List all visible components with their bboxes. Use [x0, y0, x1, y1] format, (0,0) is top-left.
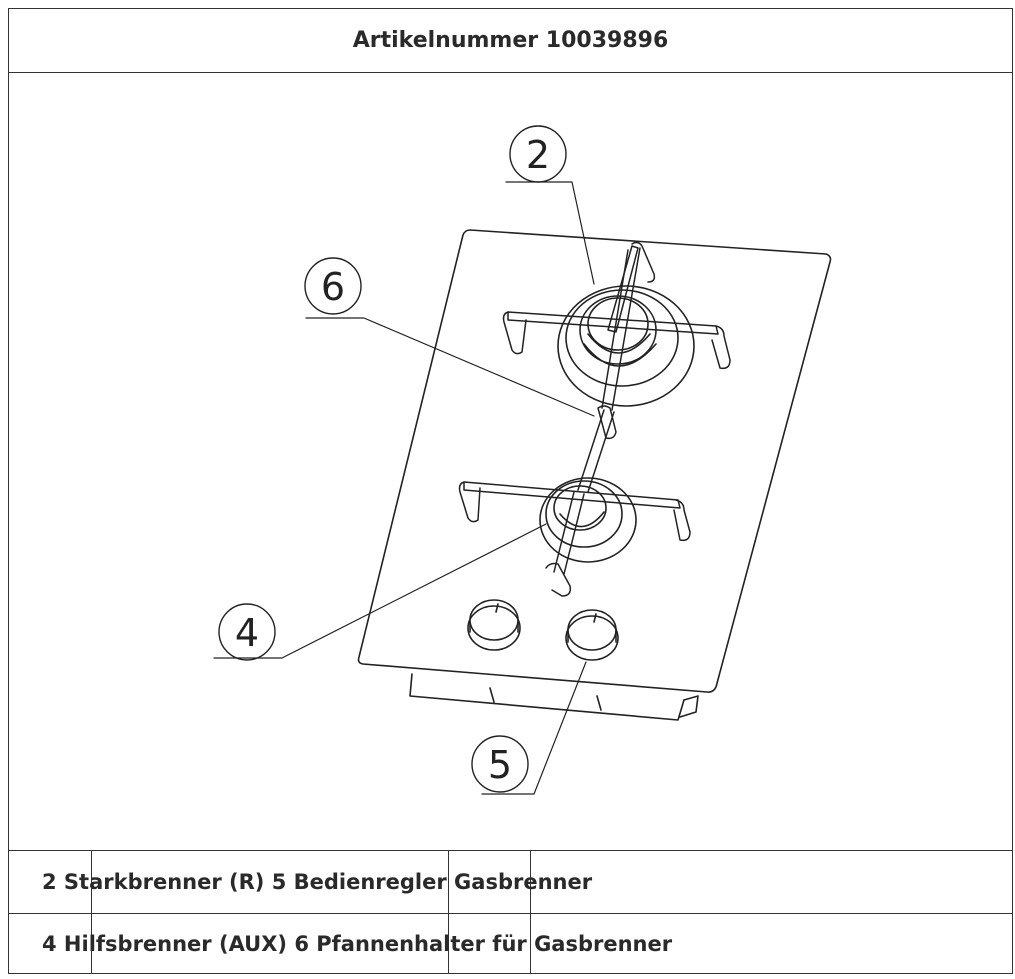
- hob-technical-drawing: 2 6 4 5: [213, 125, 832, 795]
- legend-col-line-2: [448, 850, 449, 974]
- burner-rapid: [557, 285, 695, 407]
- sheet-frame: [8, 8, 1013, 974]
- legend-col-line-3: [530, 850, 531, 974]
- title-divider: [8, 72, 1013, 73]
- control-knob-right: [565, 609, 619, 661]
- callout-4: 4: [213, 523, 547, 661]
- pan-support: [458, 241, 731, 597]
- legend-col-line-1: [91, 850, 92, 974]
- callout-6: 6: [304, 257, 595, 417]
- callout-5: 5: [471, 661, 587, 795]
- legend-top-border: [8, 850, 1013, 851]
- page-title: Artikelnummer 10039896: [352, 27, 669, 53]
- callout-2: 2: [505, 125, 595, 285]
- callout-5-label: 5: [488, 743, 512, 787]
- legend-row-divider: [8, 913, 1013, 914]
- control-knobs: [467, 599, 619, 661]
- legend-row-1: 2 Starkbrenner (R) 5 Bedienregler Gasbre…: [42, 870, 593, 894]
- control-knob-left: [467, 599, 521, 651]
- callout-2-label: 2: [526, 133, 550, 177]
- callout-6-label: 6: [321, 265, 345, 309]
- legend-row-2: 4 Hilfsbrenner (AUX) 6 Pfannenhalter für…: [42, 932, 673, 956]
- callout-4-label: 4: [235, 611, 259, 655]
- hob-plate: [357, 229, 832, 721]
